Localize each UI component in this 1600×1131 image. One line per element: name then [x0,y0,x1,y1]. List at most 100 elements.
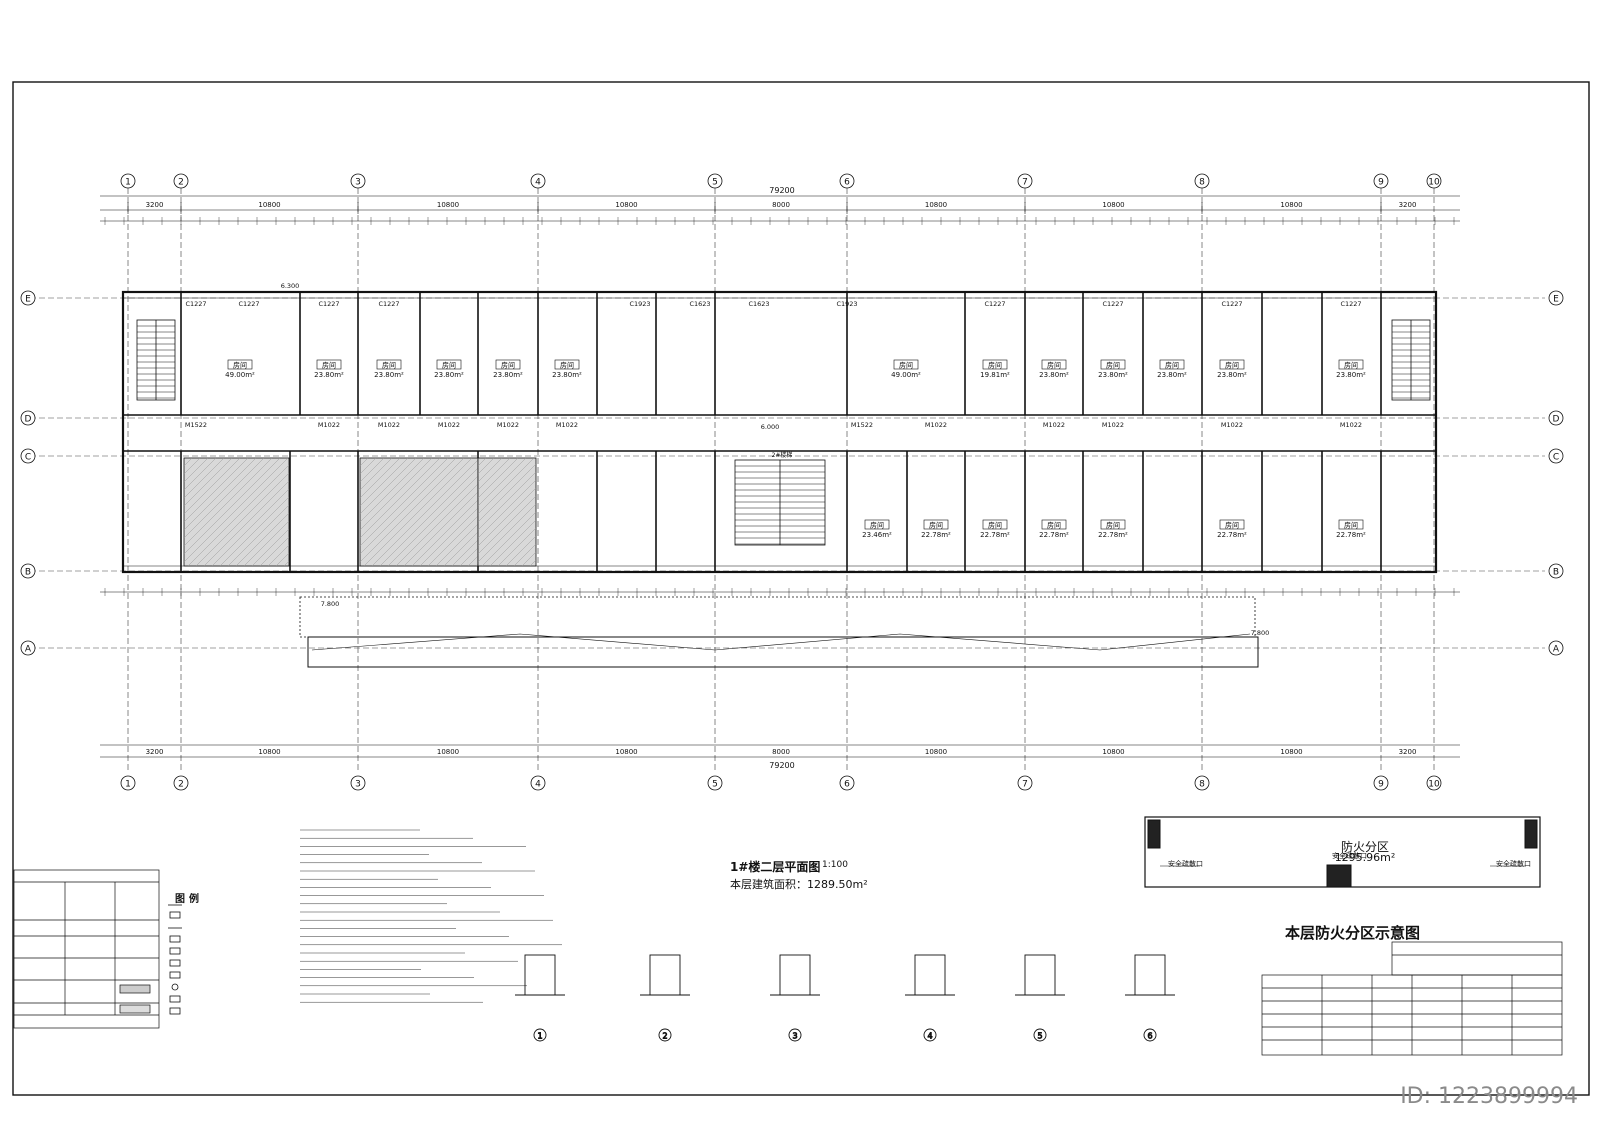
axis-label-right: C [1553,453,1559,463]
detail-section [649,954,681,996]
hatch-line [187,464,290,567]
hatch-line [371,459,479,567]
bay-dimension-top: 10800 [1280,201,1302,209]
room-area: 19.81m² [980,371,1010,379]
hatch-line [497,527,537,567]
hatch-line [195,472,290,567]
axis-label-bottom: 4 [535,780,541,790]
axis-label-bottom: 6 [844,780,850,790]
room-area: 23.80m² [1098,371,1128,379]
room-area: 22.78m² [1217,531,1247,539]
door-label: M1022 [1043,421,1065,429]
window-label: C1923 [836,300,857,308]
hatch-line [359,457,377,475]
stair-label: 2#楼梯 [772,451,793,459]
hatch-line [243,520,290,567]
room-name: 房间 [1225,361,1239,370]
axis-label-left: B [25,568,31,578]
hatch-line [359,457,385,483]
axis-bubble-top [707,173,723,189]
door-label: M1522 [851,421,873,429]
fire-zone-diagram [1144,816,1541,888]
hatch-line [359,457,449,547]
exit-label-right: 安全疏散口 [1496,859,1531,868]
axis-bubble-top [1017,173,1033,189]
bay-dimension-bottom: 10800 [258,748,280,756]
hatch-line [477,503,537,563]
hatch-line [387,475,479,567]
room-tag-box [982,519,1008,530]
room-name: 房间 [560,361,574,370]
canopy-elevation: 7.800 [1251,629,1270,637]
axis-bubble-left [20,290,36,306]
room-tag-box [227,359,253,370]
hatch-line [251,528,290,567]
detail-number-bubble [533,1028,547,1042]
hatch-line [477,463,537,523]
hatch-line [477,471,537,531]
room-tag-box [1338,519,1364,530]
hatch-line [477,457,527,507]
axis-bubble-bottom [120,775,136,791]
hatch-line [359,457,441,539]
general-notes [300,829,562,1003]
axis-label-top: 3 [355,178,361,188]
axis-label-left: D [25,415,32,425]
axis-bubble-bottom [1017,775,1033,791]
window-label: C1227 [238,300,259,308]
hatch-line [443,531,479,567]
window-label: C1227 [185,300,206,308]
hatch-line [183,457,233,507]
image-id-watermark: ID: 1223899994 [1400,1084,1578,1109]
axis-bubble-top [173,173,189,189]
hatch-line [359,457,401,499]
bay-dimension-top: 3200 [146,201,164,209]
detail-section [524,954,556,996]
detail-number-bubble [658,1028,672,1042]
room-area: 22.78m² [1098,531,1128,539]
hatch-line [505,535,537,567]
room-name: 房间 [870,521,884,530]
hatch-line [379,467,479,567]
axis-bubble-bottom [1426,775,1442,791]
axis-label-bottom: 2 [178,780,184,790]
door-label: M1022 [556,421,578,429]
axis-label-right: B [1553,568,1559,578]
bay-dimension-bottom: 10800 [615,748,637,756]
hatch-line [477,457,535,515]
hatch-line [435,523,479,567]
door-label: M1022 [378,421,400,429]
bay-dimension-bottom: 3200 [1399,748,1417,756]
door-label: M1522 [185,421,207,429]
axis-label-bottom: 7 [1022,780,1028,790]
room-name: 房间 [1344,361,1358,370]
window-label: C1923 [629,300,650,308]
room-name: 房间 [988,361,1002,370]
axis-label-bottom: 5 [712,780,718,790]
room-area: 49.00m² [225,371,255,379]
room-area: 23.80m² [1039,371,1069,379]
axis-bubble-top [1426,173,1442,189]
axis-label-right: D [1553,415,1560,425]
canopy-elevation: 7.800 [321,600,340,608]
corridor-elevation: 6.000 [761,423,780,431]
room-area: 22.78m² [921,531,951,539]
hatch-line [183,457,241,515]
bay-dimension-top: 10800 [925,201,947,209]
room-name: 房间 [442,361,456,370]
bay-dimension-top: 10800 [258,201,280,209]
axis-bubble-left [20,640,36,656]
bay-dimension-bottom: 10800 [925,748,947,756]
axis-label-right: E [1553,295,1559,305]
detail-number-bubble [788,1028,802,1042]
room-tag-box [1100,519,1126,530]
door-label: M1022 [1340,421,1362,429]
detail-number: 6 [1147,1032,1152,1041]
room-area: 23.80m² [552,371,582,379]
bay-dimension-bottom: 8000 [772,748,790,756]
hatch-line [183,457,217,491]
floor-area-caption: 本层建筑面积：1289.50m² [730,878,868,891]
axis-bubble-right [1548,640,1564,656]
